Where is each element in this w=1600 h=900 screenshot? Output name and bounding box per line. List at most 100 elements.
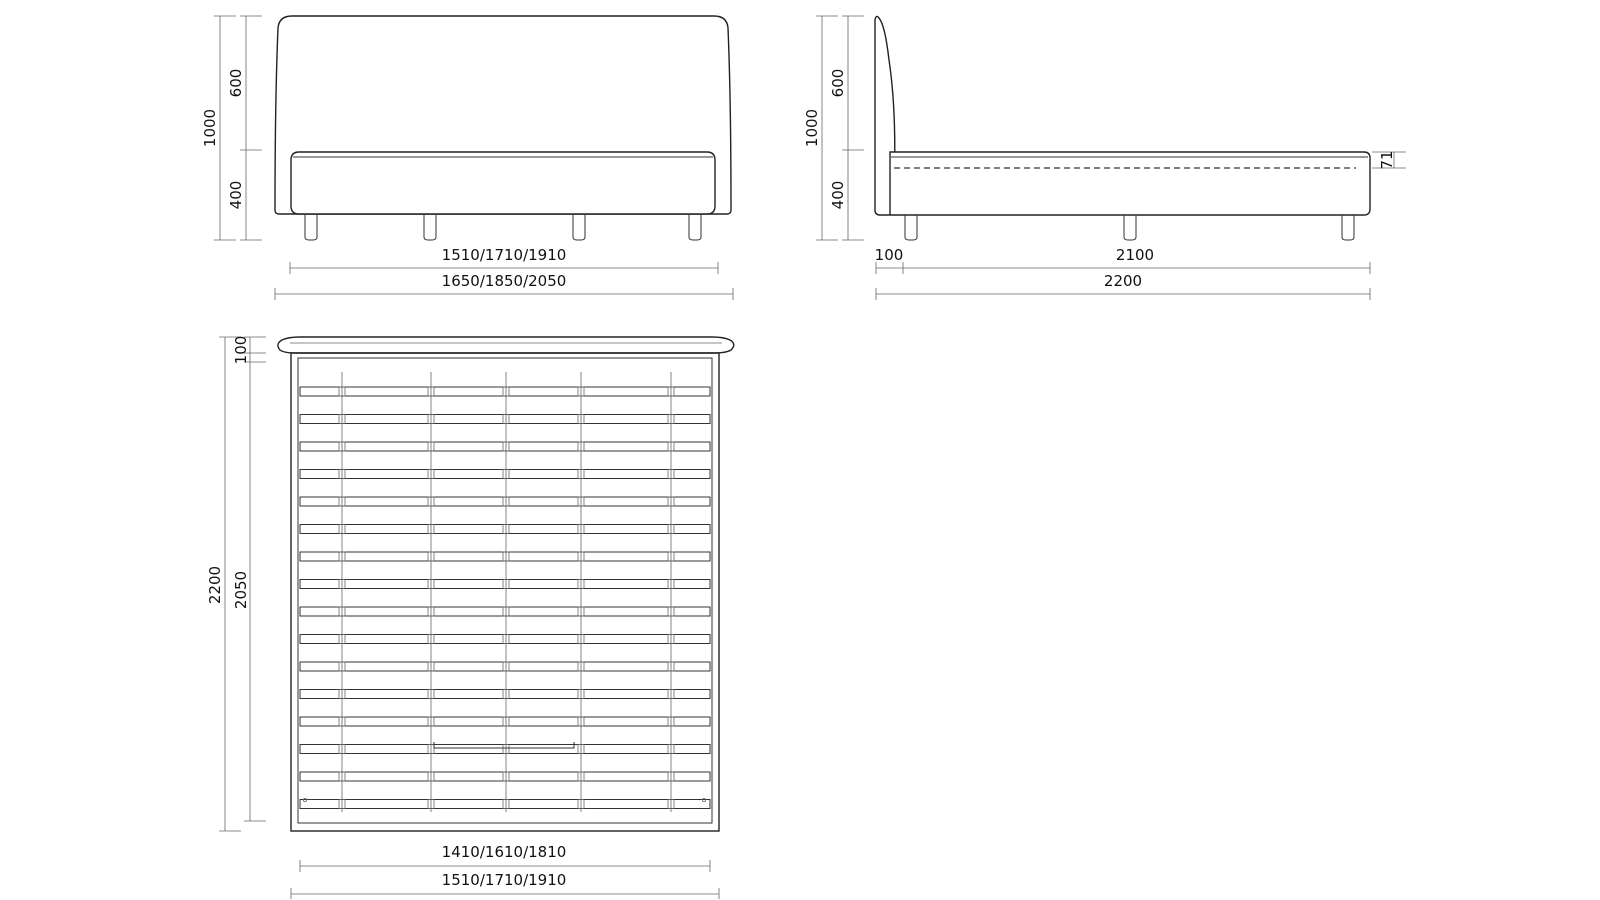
slat-clip: [577, 524, 585, 534]
slat-clip: [427, 524, 435, 534]
slat-clip: [427, 551, 435, 562]
front-width-inner-label: 1510/1710/1910: [442, 246, 567, 264]
slat-clip: [667, 386, 675, 397]
top-headboard: [277, 336, 735, 354]
front-height-headboard-label: 600: [227, 69, 245, 98]
front-base: [290, 151, 716, 215]
slat-clip: [502, 386, 510, 397]
slat-clip: [338, 689, 346, 699]
top-inner-width-label: 1410/1610/1810: [442, 843, 567, 861]
slat-clip: [667, 524, 675, 534]
slat-clip: [502, 414, 510, 424]
slat: [299, 469, 711, 479]
slat-clip: [577, 634, 585, 644]
side-horizontal-dims: [875, 262, 1371, 300]
slat-clip: [577, 716, 585, 727]
slat: [299, 716, 711, 727]
side-total-length-label: 2200: [1104, 272, 1142, 290]
slat-clip: [338, 496, 346, 507]
front-height-total-label: 1000: [201, 109, 219, 147]
slat: [299, 799, 711, 809]
side-mattress-inset-label: 71: [1378, 150, 1396, 169]
slat: [299, 771, 711, 782]
side-view: 1000 600 400 71 100 2100 2200: [803, 15, 1406, 300]
front-vertical-dims: [214, 15, 262, 241]
slat-clip: [577, 799, 585, 809]
slat: [299, 551, 711, 562]
side-height-total-label: 1000: [803, 109, 821, 147]
slat-clip: [502, 524, 510, 534]
slat-clip: [577, 441, 585, 452]
slat-clip: [427, 579, 435, 589]
slat-clip: [502, 441, 510, 452]
slat-clip: [577, 606, 585, 617]
top-corner-mark-left: [302, 798, 307, 803]
slat: [299, 441, 711, 452]
side-height-base-label: 400: [829, 181, 847, 210]
top-headboard-depth-label: 100: [232, 336, 250, 365]
slat-clip: [577, 386, 585, 397]
top-view: 100 2200 2050 1410/1610/1810 1510/1710/1…: [206, 336, 735, 899]
slat-clip: [577, 771, 585, 782]
slat-clip: [338, 771, 346, 782]
slat-clip: [338, 414, 346, 424]
side-legs: [904, 215, 1355, 241]
slat-clip: [577, 551, 585, 562]
slat-clip: [338, 579, 346, 589]
slat-clip: [667, 744, 675, 754]
slat-clip: [427, 716, 435, 727]
slat-clip: [667, 716, 675, 727]
slat: [299, 744, 711, 754]
slat-clip: [577, 496, 585, 507]
slat: [299, 496, 711, 507]
slat-clip: [338, 524, 346, 534]
slat-clip: [667, 414, 675, 424]
front-view: 1000 600 400 1510/1710/1910 1650/1850/20…: [201, 15, 734, 300]
slat-clip: [667, 771, 675, 782]
slat-clip: [577, 744, 585, 754]
slat-clip: [502, 634, 510, 644]
slat-clip: [427, 441, 435, 452]
slat: [299, 634, 711, 644]
slat-clip: [427, 771, 435, 782]
slat-clip: [577, 661, 585, 672]
top-slats: [299, 372, 711, 812]
side-frame-length-label: 2100: [1116, 246, 1154, 264]
slat-clip: [338, 661, 346, 672]
slat-clip: [577, 689, 585, 699]
slat-clip: [427, 744, 435, 754]
slat-clip: [338, 716, 346, 727]
slat-clip: [338, 551, 346, 562]
slat-clip: [502, 716, 510, 727]
slat-clip: [502, 579, 510, 589]
slat-clip: [667, 551, 675, 562]
slat: [299, 606, 711, 617]
front-headboard: [274, 15, 732, 215]
top-outer-frame: [290, 352, 720, 832]
slat-clip: [667, 469, 675, 479]
slat-clip: [667, 579, 675, 589]
slat-clip: [502, 496, 510, 507]
front-legs: [304, 214, 702, 241]
top-horizontal-dims: [290, 860, 720, 899]
slat-clip: [427, 689, 435, 699]
top-center-bracket: [433, 742, 575, 749]
slat-clip: [338, 441, 346, 452]
slat-clip: [502, 551, 510, 562]
slat-clip: [502, 744, 510, 754]
side-vertical-dims: [816, 15, 1406, 241]
slat-clip: [502, 771, 510, 782]
slat-clip: [338, 606, 346, 617]
slat: [299, 386, 711, 397]
side-height-headboard-label: 600: [829, 69, 847, 98]
slat-clip: [427, 414, 435, 424]
slat: [299, 689, 711, 699]
slat-clip: [577, 579, 585, 589]
top-outer-width-label: 1510/1710/1910: [442, 871, 567, 889]
top-inner-frame: [297, 357, 713, 824]
slat-clip: [427, 606, 435, 617]
slat-clip: [502, 469, 510, 479]
slat-clip: [427, 469, 435, 479]
slat-clip: [427, 496, 435, 507]
slat: [299, 524, 711, 534]
